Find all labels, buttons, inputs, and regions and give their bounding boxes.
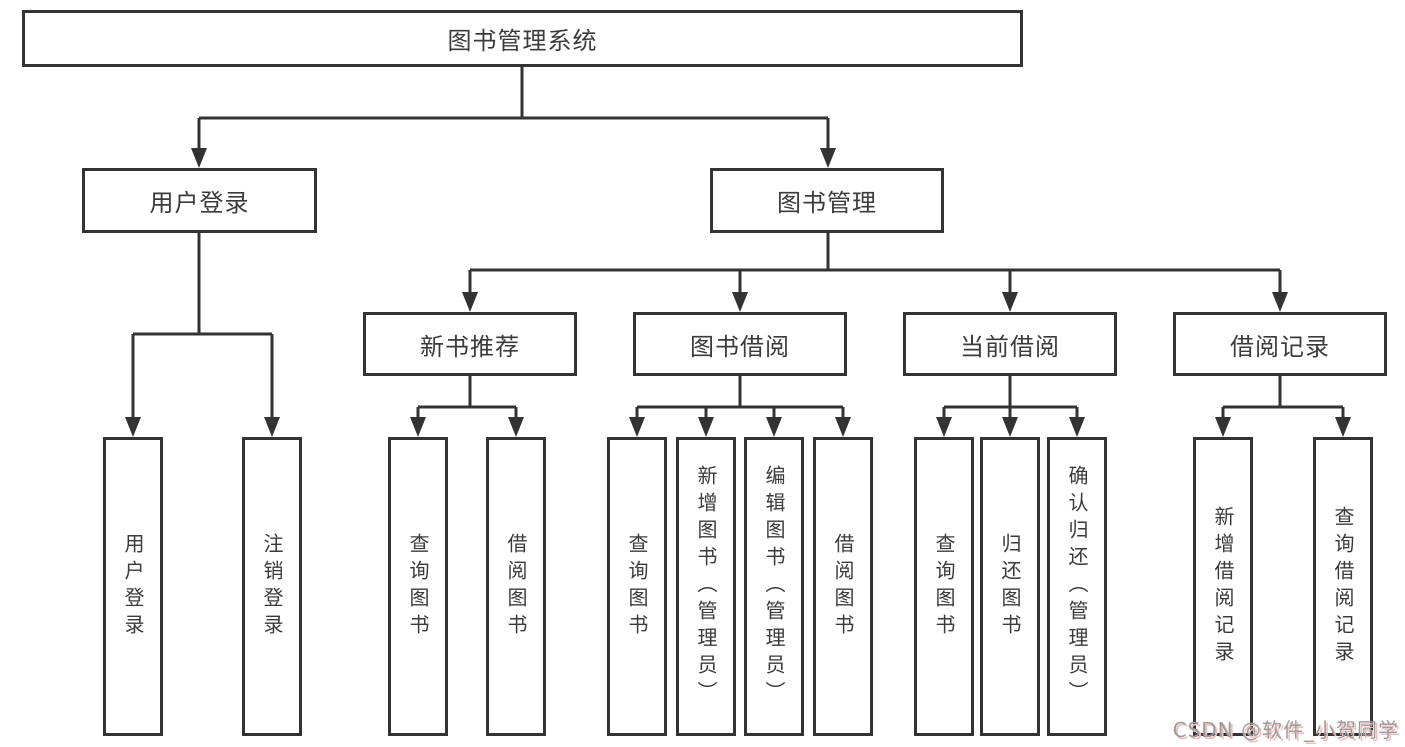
leaf-return-book-label: 归还图书 [998,532,1022,641]
node-current-borrow: 当前借阅 [903,312,1117,376]
node-new-book-recommend-label: 新书推荐 [420,332,520,361]
leaf-edit-book-admin: 编辑图书（管理员） [744,437,804,736]
node-user-login-label: 用户登录 [149,189,250,217]
csdn-watermark: CSDN @软件_小贺同学 [1172,718,1399,742]
node-book-borrow: 图书借阅 [633,312,847,376]
leaf-query-books-borrow-label: 查询图书 [625,532,649,641]
node-book-management-label: 图书管理 [777,189,877,217]
leaf-add-borrow-record: 新增借阅记录 [1193,437,1253,736]
leaf-edit-book-admin-label: 编辑图书（管理员） [762,465,786,708]
leaf-add-book-admin: 新增图书（管理员） [676,437,736,736]
leaf-query-books-borrow: 查询图书 [607,437,667,736]
node-new-book-recommend: 新书推荐 [363,312,577,376]
node-root-label: 图书管理系统 [447,27,598,55]
node-user-login: 用户登录 [82,168,317,233]
leaf-confirm-return-admin: 确认归还（管理员） [1047,437,1107,736]
leaf-user-login: 用户登录 [103,437,163,736]
node-book-borrow-label: 图书借阅 [690,332,790,361]
leaf-user-login-label: 用户登录 [121,532,145,641]
leaf-query-borrow-record-label: 查询借阅记录 [1331,505,1355,668]
leaf-add-borrow-record-label: 新增借阅记录 [1211,505,1235,668]
node-book-management: 图书管理 [710,168,944,233]
leaf-logout-label: 注销登录 [260,532,284,641]
leaf-borrow-books-recommend: 借阅图书 [486,437,546,736]
node-root: 图书管理系统 [22,10,1023,67]
leaf-query-books-recommend: 查询图书 [388,437,448,736]
node-borrow-records: 借阅记录 [1173,312,1387,376]
leaf-borrow-books: 借阅图书 [813,437,873,736]
leaf-borrow-books-recommend-label: 借阅图书 [504,532,528,641]
leaf-confirm-return-admin-label: 确认归还（管理员） [1065,465,1089,708]
leaf-return-book: 归还图书 [980,437,1040,736]
leaf-query-books-recommend-label: 查询图书 [406,532,430,641]
node-borrow-records-label: 借阅记录 [1230,332,1330,361]
node-current-borrow-label: 当前借阅 [960,332,1060,361]
leaf-query-books-current-label: 查询图书 [932,532,956,641]
leaf-query-borrow-record: 查询借阅记录 [1313,437,1373,736]
leaf-logout: 注销登录 [242,437,302,736]
leaf-borrow-books-label: 借阅图书 [831,532,855,641]
leaf-query-books-current: 查询图书 [914,437,974,736]
leaf-add-book-admin-label: 新增图书（管理员） [694,465,718,708]
